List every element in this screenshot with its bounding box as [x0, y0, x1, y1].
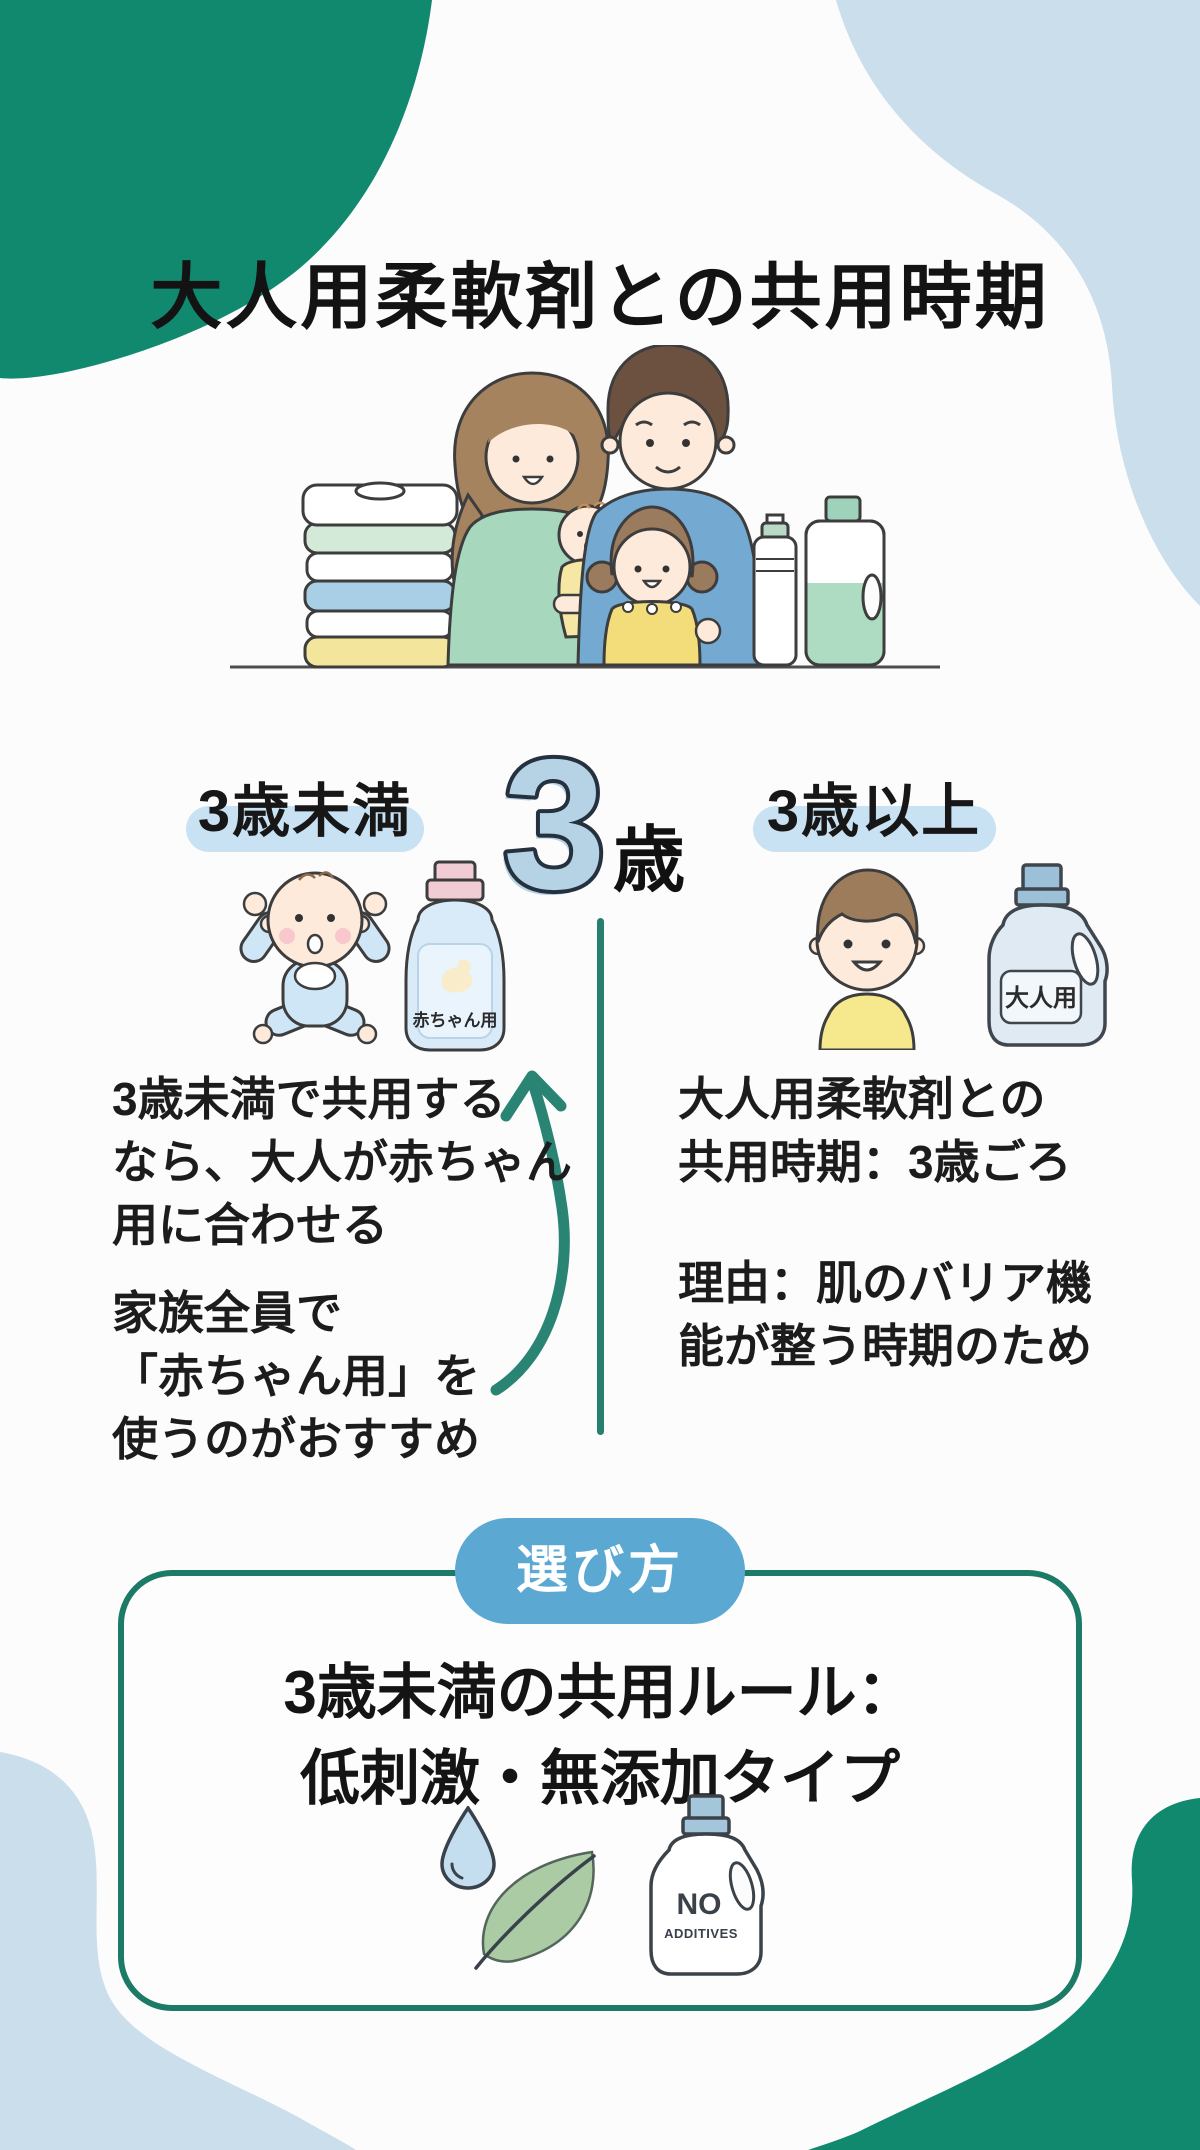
how-to-choose-badge: 選び方	[455, 1518, 745, 1624]
under-age-label: 3歳未満	[197, 779, 413, 844]
adult-bottle-label: 大人用	[1005, 985, 1077, 1012]
towel-stack	[301, 481, 459, 669]
age-threshold-number: 3	[503, 735, 606, 900]
over-note-1: 大人用柔軟剤との 共用時期：3歳ごろ	[678, 1073, 1072, 1188]
age-threshold-number-shadow: 3	[499, 735, 602, 900]
family-illustration	[230, 345, 940, 669]
rule-line-1: 3歳未満の共用ルール：	[283, 1659, 917, 1726]
no-additives-text-line-2: ADDITIVES	[664, 1926, 738, 1941]
blob-top-left	[0, 0, 432, 379]
over-age-label: 3歳以上	[766, 779, 982, 844]
leaf-icon	[474, 1850, 596, 1970]
under-age-pill-highlight	[186, 806, 424, 852]
page-title: 大人用柔軟剤との共用時期	[150, 258, 1050, 338]
age-threshold-unit: 歳	[613, 821, 685, 900]
blob-bottom-right	[808, 1798, 1200, 2150]
no-additives-text-line-1: NO	[677, 1888, 722, 1921]
under-note-2: 家族全員で 「赤ちゃん用」を 使うのがおすすめ	[112, 1287, 480, 1465]
water-drop-icon	[440, 1806, 496, 1890]
age-threshold: 3 3 歳	[499, 735, 685, 900]
over-note-2: 理由：肌のバリア機 能が整う時期のため	[678, 1257, 1092, 1372]
daughter-figure	[585, 505, 722, 667]
blob-bottom-left	[0, 1752, 356, 2150]
baby-icon	[239, 871, 391, 1045]
rule-line-2: 低刺激・無添加タイプ	[300, 1745, 900, 1812]
adult-softener-bottle-icon: 大人用	[987, 863, 1109, 1047]
curved-arrow-icon	[490, 1070, 570, 1396]
no-additives-bottle-icon: NO ADDITIVES	[649, 1794, 765, 1976]
boy-icon	[808, 868, 926, 1050]
over-age-pill-highlight	[753, 806, 996, 852]
under-note-1: 3歳未満で共用する なら、大人が赤ちゃん 用に合わせる	[112, 1073, 572, 1251]
baby-bottle-label: 赤ちゃん用	[413, 1010, 498, 1030]
blob-top-right	[836, 0, 1200, 606]
water-bottle	[752, 513, 798, 667]
center-divider	[597, 918, 604, 1435]
detergent-bottle	[804, 495, 886, 667]
baby-softener-bottle-icon: 赤ちゃん用	[404, 860, 506, 1052]
